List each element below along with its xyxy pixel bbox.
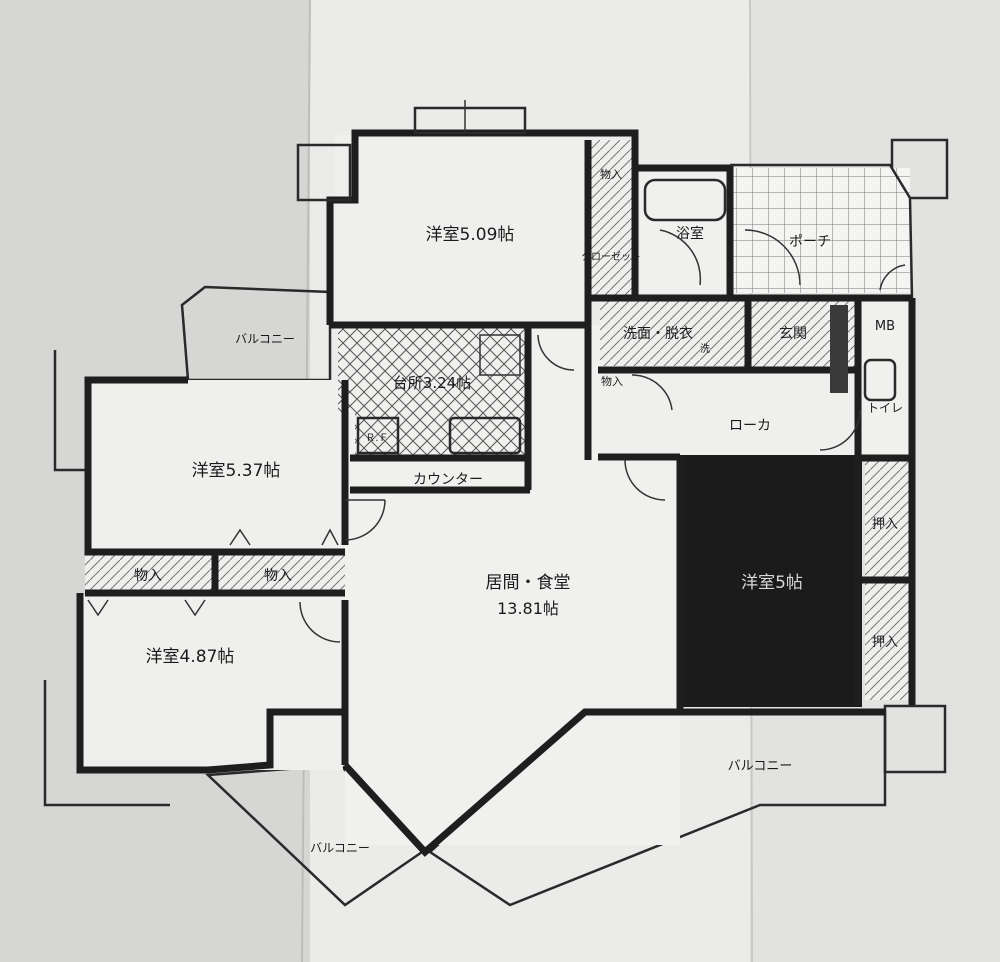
window-top — [413, 106, 527, 135]
label-balcony-top-left: バルコニー — [235, 332, 295, 346]
fixtures — [356, 100, 897, 455]
label-porch: ポーチ — [789, 234, 831, 250]
label-living-dining-size: 13.81帖 — [497, 599, 559, 618]
label-oshiire-upper: 押入 — [872, 517, 898, 532]
label-counter: カウンター — [413, 472, 483, 488]
label-washroom: 洗面・脱衣 — [623, 326, 693, 342]
label-western-room-4: 洋室5帖 — [741, 573, 803, 593]
floor-western-room-1 — [335, 135, 585, 325]
floor-kitchen-sink — [355, 413, 525, 458]
floor-hallway — [598, 370, 860, 455]
label-entrance: 玄関 — [779, 325, 807, 342]
label-closet: クローゼット — [581, 251, 641, 263]
floor-closet — [590, 140, 632, 295]
balcony-end-block — [883, 704, 947, 774]
floor-porch — [730, 168, 910, 293]
label-hallway: ローカ — [729, 418, 771, 434]
balcony-top-left — [180, 285, 332, 382]
label-living-dining: 居間・食堂 — [486, 573, 571, 593]
label-balcony-bottom-right: バルコニー — [728, 759, 793, 774]
floor-toilet — [862, 298, 912, 458]
toilet-bowl — [863, 358, 897, 402]
label-western-room-2: 洋室5.37帖 — [192, 461, 281, 481]
label-storage-hall: 物入 — [601, 374, 623, 388]
label-meter-box: MB — [875, 319, 895, 334]
floor-western-room-3 — [78, 595, 343, 770]
floor-western-room-2 — [85, 380, 345, 550]
label-storage-closet: 物入 — [600, 167, 622, 181]
label-storage-right: 物入 — [264, 568, 292, 584]
label-kitchen: 台所3.24帖 — [393, 374, 471, 392]
shoe-cabinet — [830, 305, 848, 393]
floor-western-room-4-dark — [680, 455, 862, 707]
floor-washroom — [600, 298, 748, 366]
floor-kitchen — [338, 328, 528, 413]
label-balcony-bottom-left: バルコニー — [310, 841, 370, 855]
door-swings — [87, 229, 906, 643]
label-washer: 洗 — [700, 343, 710, 355]
label-western-room-3: 洋室4.87帖 — [146, 647, 235, 667]
label-storage-left: 物入 — [134, 568, 162, 584]
label-oshiire-lower: 押入 — [872, 635, 898, 650]
kitchen-sink — [448, 416, 522, 455]
floor-bath — [640, 168, 730, 293]
bathtub — [643, 178, 727, 222]
label-refrigerator: Ｒ.Ｆ — [365, 433, 388, 444]
label-toilet: トイレ — [867, 401, 903, 415]
label-western-room-1: 洋室5.09帖 — [426, 225, 515, 245]
label-bath: 浴室 — [676, 225, 704, 242]
walls — [43, 129, 916, 857]
